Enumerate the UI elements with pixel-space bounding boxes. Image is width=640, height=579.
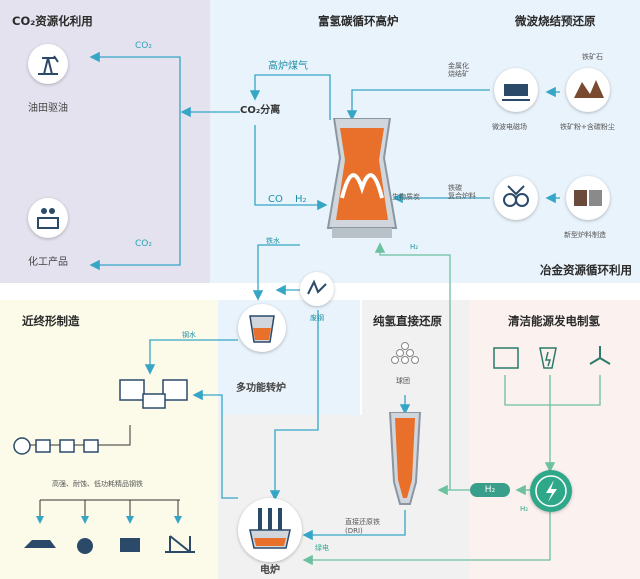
solar-to-h2-arrow bbox=[504, 375, 556, 473]
co-label: CO bbox=[268, 194, 283, 205]
converter-to-caster-arrow bbox=[144, 339, 238, 375]
gas-to-sep-arrow bbox=[249, 74, 331, 120]
solar-panel-icon bbox=[493, 347, 519, 369]
oil-pump-icon bbox=[38, 55, 59, 75]
gas-label: 高炉煤气 bbox=[268, 61, 308, 72]
grid-power-icon bbox=[539, 347, 557, 369]
green-power-label: 绿电 bbox=[315, 544, 329, 552]
molten-steel-label: 钢水 bbox=[182, 331, 196, 339]
sinter-to-furnace-arrow bbox=[346, 89, 490, 121]
h2-output-label: H₂ bbox=[520, 505, 529, 513]
products-label: 高强、耐蚀、低功耗精品钢铁 bbox=[52, 480, 143, 488]
iron-ore-icon-circle bbox=[566, 68, 610, 112]
chem-icon-circle bbox=[28, 198, 68, 238]
recycle-to-furnace-arrow bbox=[254, 125, 328, 211]
clean-energy-section-title: 清洁能源发电制氢 bbox=[508, 314, 600, 328]
scrap-steel-icon bbox=[307, 279, 327, 295]
car-icon bbox=[24, 540, 56, 548]
co2-arrow-bottom-label: CO₂ bbox=[135, 239, 152, 249]
bridge-icon bbox=[165, 535, 195, 553]
microwave-section-title: 微波烧结预还原 bbox=[515, 14, 596, 28]
clean-energy-region bbox=[470, 300, 640, 579]
converter-icon-circle bbox=[238, 304, 286, 352]
dri-label: 直接还原铁 (DRI) bbox=[345, 518, 380, 536]
scrap-to-eaf-arrow bbox=[269, 310, 319, 501]
dri-to-eaf-arrow bbox=[302, 510, 406, 541]
pellet-label: 球团 bbox=[396, 377, 410, 385]
converter-label: 多功能转炉 bbox=[236, 383, 286, 394]
ferrocoke-label: 铁碳 复合炉料 bbox=[448, 184, 476, 201]
h2-to-furnace-arrow bbox=[374, 242, 451, 490]
wind-turbine-icon bbox=[589, 346, 611, 365]
ferrocoke-icon-circle bbox=[494, 176, 538, 220]
furnace-section-title: 富氢碳循环高炉 bbox=[318, 14, 399, 28]
coil-icon bbox=[77, 538, 93, 554]
co2-to-oilfield-arrow bbox=[89, 51, 181, 112]
scrap-icon-circle bbox=[300, 272, 334, 306]
co2-to-chemical-arrow bbox=[89, 112, 181, 271]
oilfield-label: 油田驱油 bbox=[28, 103, 68, 114]
co2-section-title: CO₂资源化利用 bbox=[12, 14, 93, 28]
biomass-label: 生物质炭 bbox=[392, 193, 420, 201]
new-charge-label: 新型炉料制造 bbox=[564, 231, 606, 239]
caster-line bbox=[20, 425, 131, 446]
scrap-label: 废钢 bbox=[310, 314, 324, 322]
electric-arc-furnace bbox=[249, 508, 291, 549]
rolling-mill-line bbox=[13, 437, 99, 455]
co2-sep-label: CO₂分离 bbox=[240, 105, 281, 116]
clean-energy-icons bbox=[493, 346, 611, 369]
shaft-furnace bbox=[388, 412, 422, 505]
iron-ore-label: 铁矿石 bbox=[582, 53, 603, 61]
metallurgy-cycle-title: 冶金资源循环利用 bbox=[540, 263, 632, 277]
green-power-arrow bbox=[302, 512, 551, 566]
h2-tank: H₂ bbox=[470, 483, 510, 497]
microwave-device-icon bbox=[502, 84, 530, 101]
chemical-plant-icon bbox=[37, 208, 59, 229]
eaf-label: 电炉 bbox=[260, 565, 280, 576]
microwave-icon-circle bbox=[494, 68, 538, 112]
product-icons bbox=[24, 535, 195, 554]
pellet-pile-icon bbox=[391, 342, 419, 364]
new-charge-icon-circle bbox=[566, 176, 610, 220]
hot-metal-label: 铁水 bbox=[266, 237, 280, 245]
ore-powder-label: 铁矿粉+含碳粉尘 bbox=[560, 123, 615, 131]
iron-ore-icon bbox=[574, 80, 604, 98]
h2-label: H₂ bbox=[295, 194, 307, 205]
eaf-to-caster-arrow bbox=[192, 389, 238, 499]
hydrogen-section-title: 纯氢直接还原 bbox=[373, 314, 442, 328]
chem-label: 化工产品 bbox=[28, 257, 68, 268]
oilfield-icon-circle bbox=[28, 44, 68, 84]
metallized-label: 金属化 烧结矿 bbox=[448, 62, 469, 79]
mixer-icon bbox=[503, 185, 529, 207]
continuous-caster bbox=[119, 379, 188, 409]
wind-to-h2-line bbox=[550, 375, 601, 406]
hotmetal-to-converter-arrow bbox=[252, 244, 300, 301]
microwave-field-label: 微波电磁场 bbox=[492, 123, 527, 131]
blast-furnace bbox=[326, 118, 398, 238]
lightning-icon bbox=[535, 475, 567, 507]
near-net-section-title: 近终形制造 bbox=[22, 314, 80, 328]
charge-blocks-icon bbox=[574, 190, 602, 206]
electrolysis-icon-circle bbox=[530, 470, 572, 512]
co2-arrow-top-label: CO₂ bbox=[135, 41, 152, 51]
eaf-icon-circle bbox=[238, 498, 302, 562]
transformer-icon bbox=[120, 538, 140, 552]
h2-in-label: H₂ bbox=[410, 243, 419, 251]
furnace-region bbox=[210, 0, 640, 283]
converter-vessel bbox=[249, 315, 275, 343]
